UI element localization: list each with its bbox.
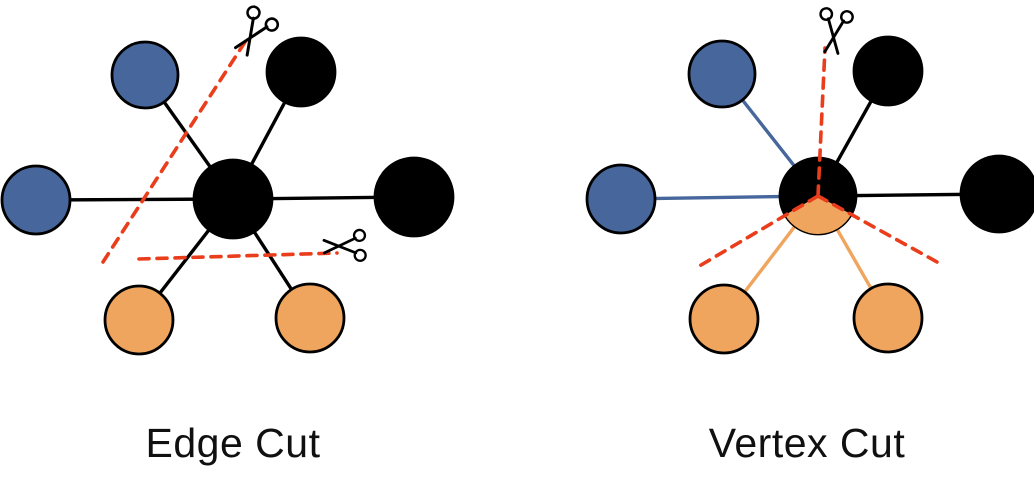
vertex-cut-label: Vertex Cut [709, 420, 906, 466]
center-vertex [192, 158, 274, 240]
cut-line [816, 46, 827, 198]
graph-node-blue [687, 39, 757, 109]
scissors-icon [234, 5, 280, 57]
cut-line [694, 194, 820, 270]
edge-cut-label: Edge Cut [146, 420, 321, 466]
scissors-icon [322, 228, 367, 262]
graph-node-black [265, 36, 337, 108]
graph-node-orange [274, 282, 346, 354]
scissors-blade [823, 19, 846, 54]
graph-node-blue [0, 164, 72, 236]
graph-node-blue [110, 40, 180, 110]
graph-node-blue [585, 163, 657, 235]
cut-line [816, 194, 939, 264]
scissors-handle [264, 17, 280, 32]
scissors-icon [819, 7, 854, 55]
graph-node-black [852, 35, 924, 107]
scissors-handle [246, 5, 261, 20]
graph-node-orange [103, 284, 175, 356]
graph-node-orange [688, 283, 760, 355]
scissors-blade [234, 25, 269, 50]
edge-cut-diagram [0, 5, 455, 356]
scissors-handle [840, 10, 854, 24]
graph-node-orange [852, 282, 924, 354]
graphs-layer [0, 5, 1034, 356]
graph-node-black [373, 156, 455, 238]
scissors-handle [819, 7, 834, 21]
cut-line [137, 251, 339, 261]
vertex-cut-diagram [585, 7, 1034, 355]
scissors-blade [322, 238, 358, 255]
scissors-handle [352, 228, 367, 243]
scissors-handle [353, 248, 367, 262]
cut-line [101, 40, 247, 264]
graph-node-black [959, 154, 1034, 234]
labels-layer: Edge Cut Vertex Cut [146, 420, 906, 466]
